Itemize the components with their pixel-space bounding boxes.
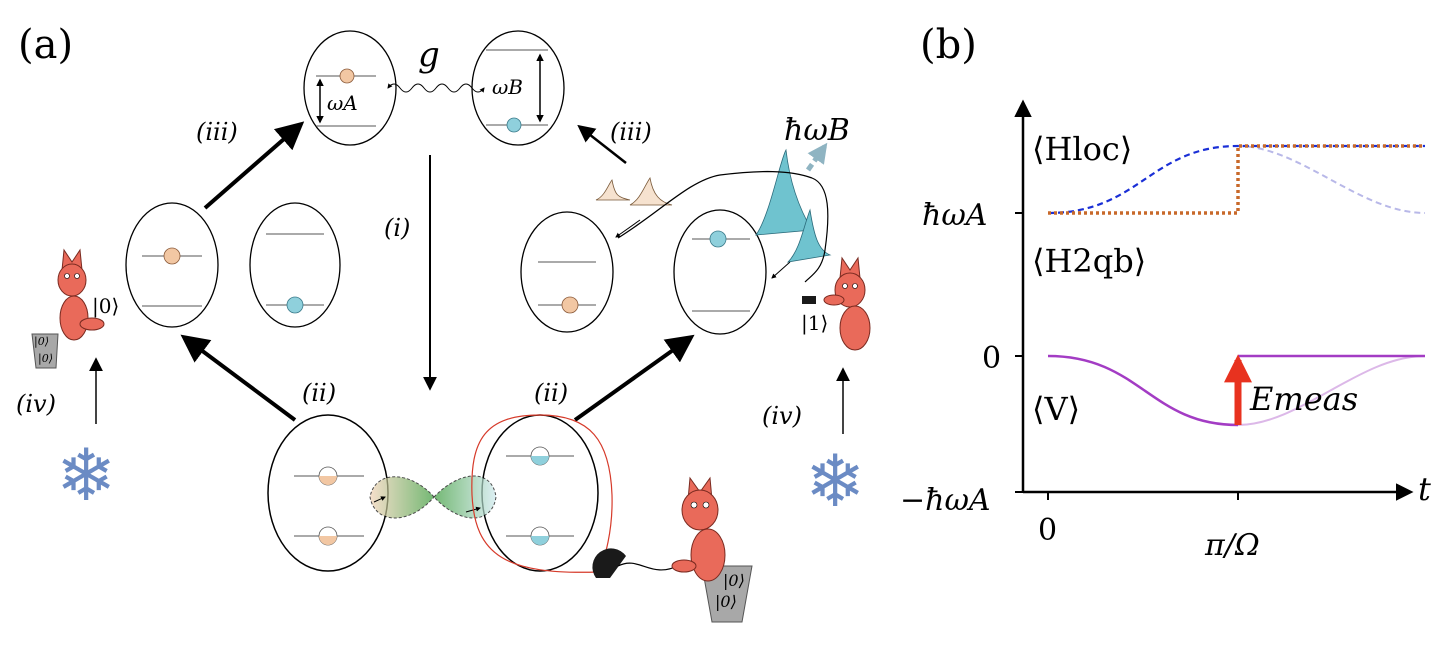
panel-b-label: (b) <box>920 22 977 68</box>
snowflake-left-icon: ❄ <box>56 433 116 517</box>
h-loc-faded <box>1237 145 1426 214</box>
step-iv-left-label: (iv) <box>16 390 56 418</box>
tape-left-line2: |0⟩ <box>38 352 53 366</box>
h-2qb-label: ⟨H2qb⟩ <box>1032 242 1146 280</box>
step-iv-right-label: (iv) <box>762 402 802 430</box>
h-loc-label: ⟨Hloc⟩ <box>1032 130 1132 168</box>
arrow-step-iii-right <box>577 124 627 164</box>
ket-1-label: |1⟩ <box>801 311 828 336</box>
qubit-b-top: ωB <box>471 30 565 146</box>
qubit-a-top: ωA <box>303 30 397 146</box>
coupling-wave <box>387 83 485 93</box>
detector-cable <box>617 562 681 571</box>
arrow-step-ii-right <box>573 334 695 422</box>
detector <box>592 548 626 578</box>
tape-bottom-line2: |0⟩ <box>715 592 737 611</box>
xtick-mid: π/Ω <box>1204 528 1260 563</box>
step-iii-left-label: (iii) <box>196 118 238 146</box>
omega-a-label: ωA <box>327 91 358 115</box>
tape-left-line1: |0⟩ <box>34 335 49 349</box>
xtick-zero: 0 <box>1038 513 1057 548</box>
h-loc-curve <box>1047 144 1425 215</box>
arrow-step-ii-left <box>180 334 297 422</box>
h-2qb-curve <box>1048 144 1425 215</box>
ytick-bottom: −ħωA <box>900 483 991 518</box>
qubit-right-a <box>520 211 614 333</box>
panel-a-label: (a) <box>18 22 73 68</box>
qubit-right-b <box>673 209 767 335</box>
step-iii-right-label: (iii) <box>610 118 652 146</box>
v-label: ⟨V⟩ <box>1032 390 1080 428</box>
wave-packets <box>595 142 832 283</box>
entangled-pair <box>267 414 613 573</box>
x-axis-label: t <box>1418 470 1431 508</box>
coupling-label: g <box>418 35 440 75</box>
arrow-step-iii-left <box>203 121 305 210</box>
qubit-left-a <box>125 202 219 328</box>
qubit-left-b <box>249 202 341 328</box>
demon-right <box>802 256 871 351</box>
v-curve <box>1047 354 1239 427</box>
step-ii-left-label: (ii) <box>302 379 336 407</box>
v-faded <box>1237 355 1426 426</box>
ytick-zero: 0 <box>982 341 1001 376</box>
demon-left: |0⟩ |0⟩ <box>31 248 105 369</box>
step-i-label: (i) <box>384 214 410 242</box>
tape-bottom-line1: |0⟩ <box>723 571 745 590</box>
ytick-top: ħωA <box>922 198 987 233</box>
step-ii-right-label: (ii) <box>534 379 568 407</box>
demon-bottom: |0⟩ |0⟩ <box>671 476 753 623</box>
e-meas-label: Emeas <box>1249 380 1358 418</box>
omega-b-label: ωB <box>492 75 523 99</box>
snowflake-right-icon: ❄ <box>805 439 865 523</box>
ket-0-label: |0⟩ <box>92 294 119 319</box>
emission-label: ħωB <box>784 113 850 148</box>
